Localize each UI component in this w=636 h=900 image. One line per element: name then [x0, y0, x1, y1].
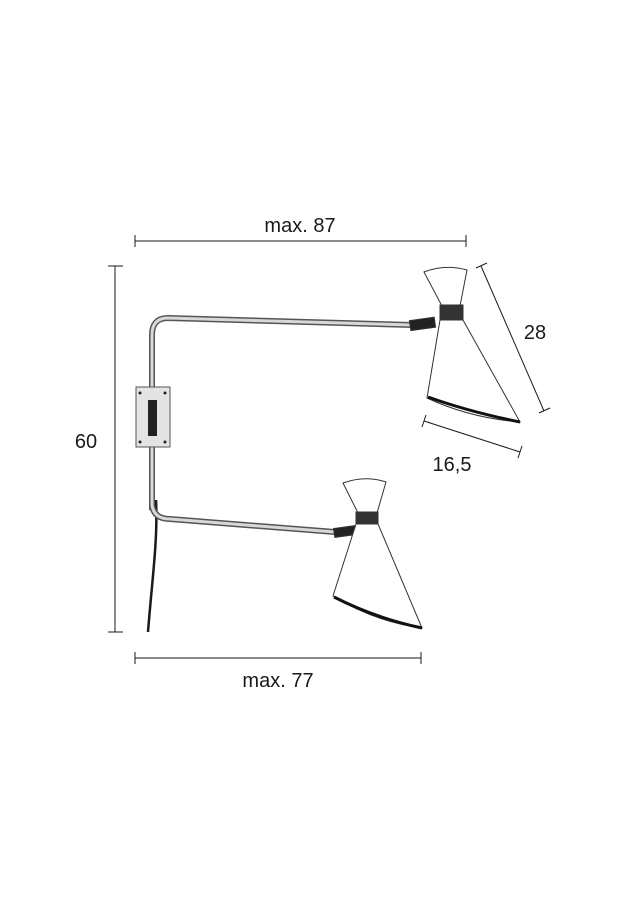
bottom-lamp-shade	[332, 478, 423, 630]
top-lamp-shade	[408, 266, 521, 424]
wall-bracket	[135, 386, 171, 448]
dim-shade-diameter	[421, 414, 523, 459]
dim-top-width	[134, 235, 467, 247]
label-bottom-width: max. 77	[242, 670, 313, 692]
dim-height	[108, 265, 123, 633]
label-top-width: max. 87	[264, 215, 335, 237]
dim-shade-length	[475, 262, 551, 414]
power-cord	[146, 499, 158, 633]
label-shade-length: 28	[524, 322, 546, 344]
label-shade-diameter: 16,5	[433, 454, 472, 476]
upper-arm	[149, 314, 413, 510]
label-height: 60	[75, 431, 97, 453]
dim-bottom-width	[134, 652, 422, 664]
lower-arm	[149, 455, 336, 535]
